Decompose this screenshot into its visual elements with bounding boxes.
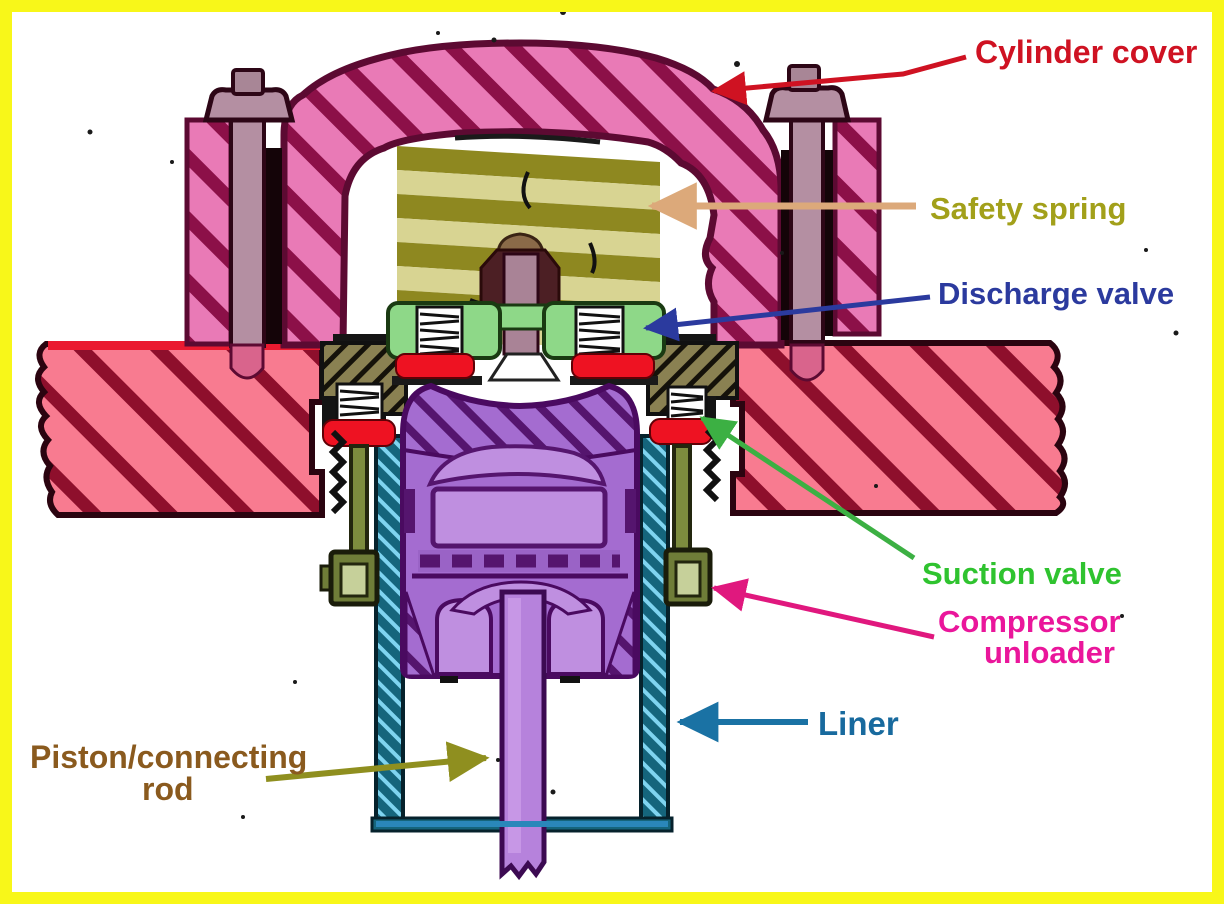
bolt-stud [229, 114, 266, 348]
bolt-head [762, 85, 852, 123]
seal-shadow-right [570, 376, 658, 385]
discharge-valve-spring-right [574, 305, 625, 359]
label-discharge-valve: Discharge valve [938, 276, 1174, 311]
arrow-suction-valve [699, 415, 916, 561]
suction-seal-right [649, 418, 713, 445]
center-bolt [479, 232, 561, 356]
arrow-cylinder-cover [711, 54, 967, 106]
arrow-compressor-unloader [711, 578, 935, 640]
discharge-valve-spring-left [415, 305, 464, 359]
piston [400, 382, 640, 683]
label-piston-rod-line1: Piston/connecting [30, 739, 307, 775]
cylinder-cover [280, 39, 785, 349]
bolt-tip [789, 343, 825, 382]
cover-bolt-right [762, 64, 882, 382]
discharge-seal-left [395, 353, 475, 379]
liner-right-wall [639, 434, 670, 830]
piston-boss [426, 444, 607, 487]
bolt-stud [789, 114, 825, 344]
valve-port-wedge [487, 352, 561, 382]
label-cylinder-cover: Cylinder cover [975, 34, 1197, 70]
unloader-spring-left [328, 429, 348, 515]
bolt-cap [231, 68, 265, 96]
compressor-unloader-right [663, 444, 713, 607]
arrow-discharge-valve [643, 294, 931, 342]
discharge-seal-right [571, 353, 655, 379]
piston-pin [430, 486, 608, 549]
label-compressor-unloader-line1: Compressor [938, 604, 1121, 639]
connecting-rod [376, 589, 668, 881]
bolt-tip [229, 343, 265, 380]
seal-shadow-left [392, 376, 482, 385]
label-safety-spring: Safety spring [930, 191, 1126, 226]
compressor-unloader-left [319, 444, 380, 607]
cover-bolt-left [184, 68, 296, 380]
arrow-piston-rod [265, 741, 490, 782]
label-piston-rod-line2: rod [142, 771, 194, 807]
bolt-head [202, 87, 296, 123]
label-suction-valve: Suction valve [922, 556, 1122, 591]
bolt-cap [787, 64, 821, 92]
cylinder-block-left [35, 341, 325, 518]
cylinder-block-right [730, 340, 1068, 516]
label-liner: Liner [818, 705, 899, 742]
label-compressor-unloader-line2: unloader [984, 635, 1115, 670]
